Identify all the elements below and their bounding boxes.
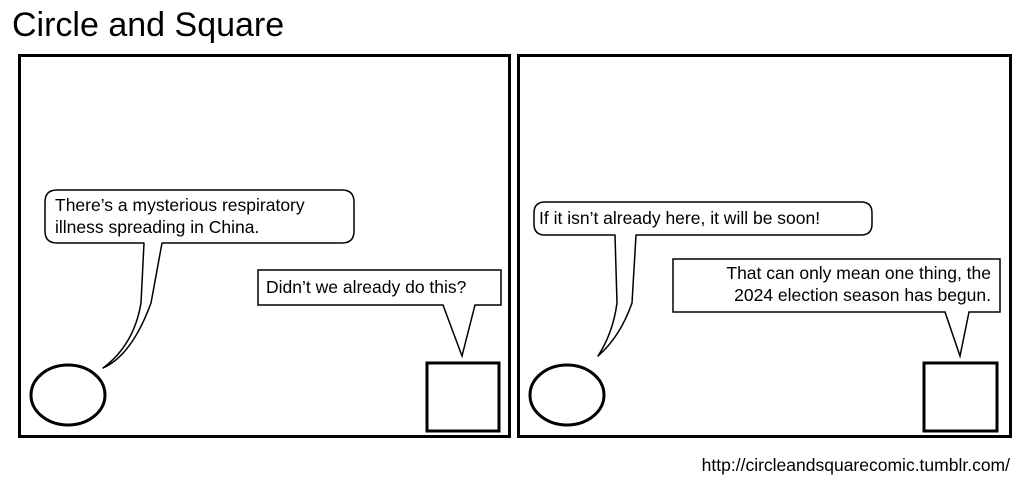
square-character [425, 361, 501, 433]
square-character [922, 361, 999, 433]
panel-1-artwork [29, 189, 502, 433]
speech-line: 2024 election season has begun. [734, 285, 991, 305]
circle-speech-bubble [44, 189, 355, 369]
square-speech-bubble [257, 269, 502, 359]
circle-character [29, 363, 107, 427]
circle-speech-text: If it isn’t already here, it will be soo… [539, 207, 820, 229]
speech-line: There’s a mysterious respiratory [55, 195, 305, 215]
circle-character [528, 363, 606, 427]
panel-2-artwork [528, 201, 1001, 433]
square-speech-text: Didn’t we already do this? [266, 276, 466, 298]
comic-url: http://circleandsquarecomic.tumblr.com/ [701, 455, 1010, 475]
square-speech-text: That can only mean one thing, the 2024 e… [726, 262, 991, 306]
circle-speech-text: There’s a mysterious respiratory illness… [55, 194, 305, 238]
speech-line: illness spreading in China. [55, 217, 260, 237]
speech-line: Didn’t we already do this? [266, 277, 467, 297]
comic-panel-1: There’s a mysterious respiratory illness… [18, 54, 511, 438]
square-speech-bubble [672, 258, 1001, 359]
speech-line: If it isn’t already here, it will be soo… [539, 208, 821, 228]
comic-title: Circle and Square [12, 6, 285, 44]
circle-speech-bubble [533, 201, 873, 357]
speech-line: That can only mean one thing, the [726, 263, 991, 283]
comic-panel-2: If it isn’t already here, it will be soo… [517, 54, 1012, 438]
